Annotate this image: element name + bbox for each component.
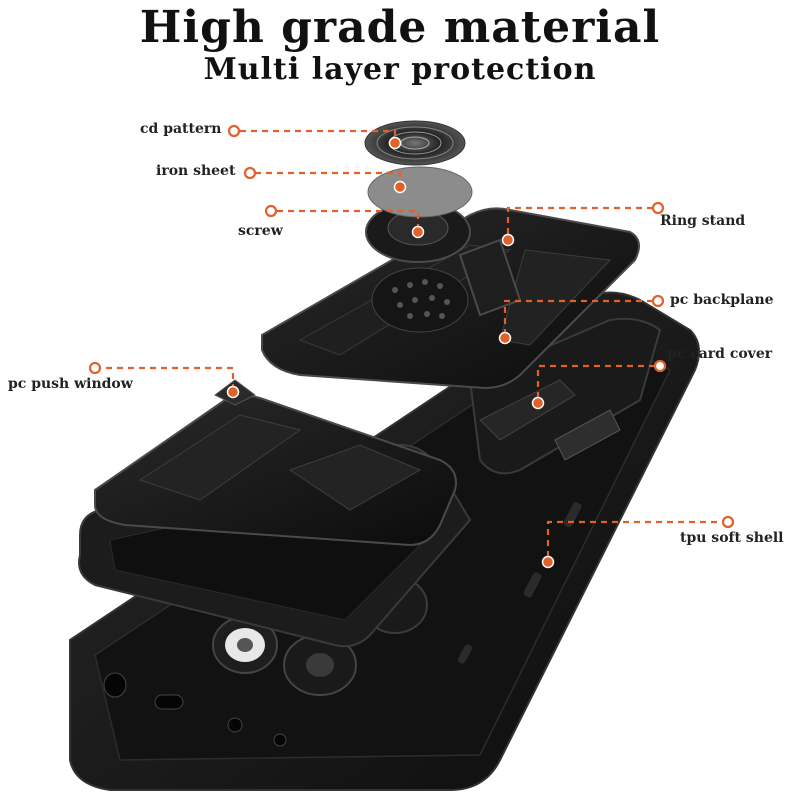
label-ring-stand: Ring stand [660, 213, 746, 229]
dot-pc-card-cover [531, 396, 545, 410]
marker-pc-card-cover [653, 359, 667, 373]
label-pc-backplane: pc backplane [670, 292, 774, 308]
marker-tpu-soft-shell [721, 515, 735, 529]
marker-pc-push-window [88, 361, 102, 375]
callout-part-markers [226, 136, 555, 569]
dot-iron-sheet [393, 180, 407, 194]
label-cd-pattern: cd pattern [140, 121, 222, 137]
dot-pc-backplane [498, 331, 512, 345]
page-subtitle: Multi layer protection [203, 52, 597, 87]
page-title: High grade material [139, 2, 661, 53]
callout-label-markers [88, 124, 735, 529]
dot-tpu-soft-shell [541, 555, 555, 569]
callout-line-cd-pattern [240, 129, 397, 143]
callout-lines [95, 129, 728, 562]
marker-screw [264, 204, 278, 218]
callout-line-tpu-soft-shell [546, 520, 728, 562]
marker-ring-stand [651, 201, 665, 215]
label-pc-push-window: pc push window [8, 376, 133, 392]
callout-line-pc-push-window [95, 366, 235, 392]
callout-line-screw [277, 209, 420, 232]
callout-line-pc-backplane [503, 299, 653, 338]
iron-sheet-part [367, 166, 473, 218]
cd-pattern-part [364, 120, 466, 166]
label-pc-card-cover: pc card cover [667, 346, 773, 362]
dot-ring-stand [501, 233, 515, 247]
callout-line-ring-stand [506, 206, 653, 240]
dot-pc-push-window [226, 385, 240, 399]
label-screw: screw [238, 223, 283, 239]
pc-push-window-part [94, 379, 457, 547]
dot-cd-pattern [388, 136, 402, 150]
marker-iron-sheet [243, 166, 257, 180]
callout-line-pc-card-cover [536, 364, 655, 403]
marker-pc-backplane [651, 294, 665, 308]
label-iron-sheet: iron sheet [156, 163, 236, 179]
label-tpu-soft-shell: tpu soft shell [680, 530, 784, 546]
dot-screw [411, 225, 425, 239]
marker-cd-pattern [227, 124, 241, 138]
pc-backplane-part [261, 207, 640, 390]
pc-card-cover-part [468, 317, 662, 475]
